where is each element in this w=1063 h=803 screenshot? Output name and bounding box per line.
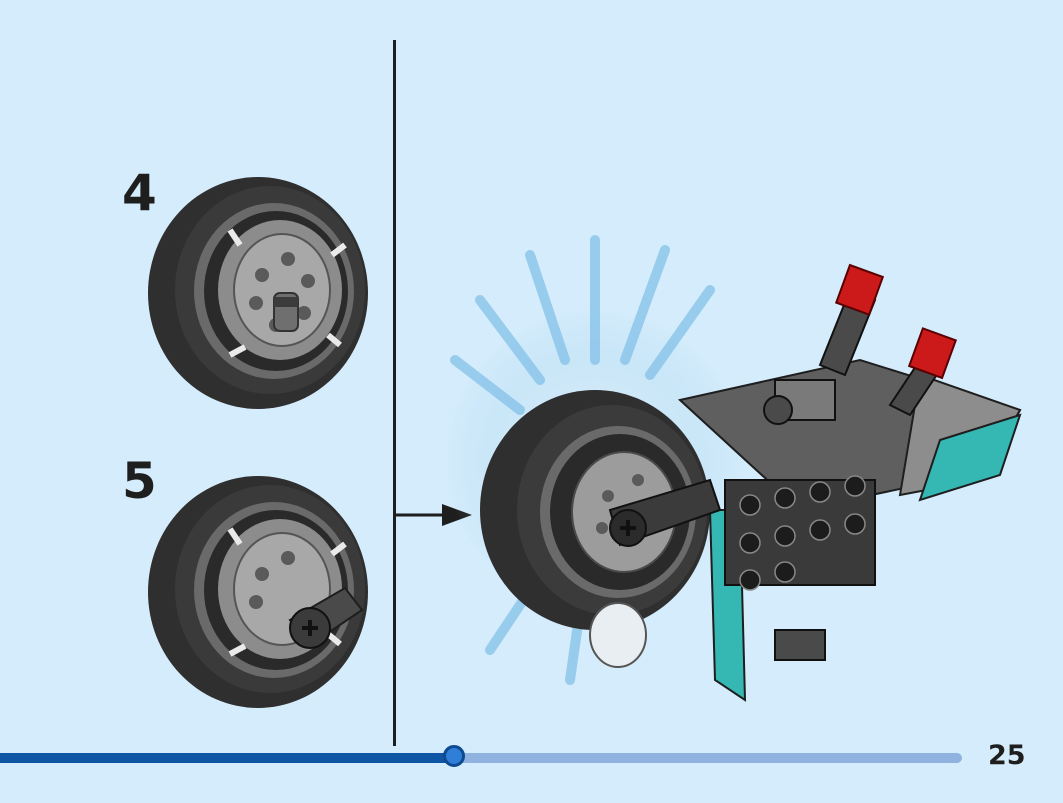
step-number-4: 4: [122, 164, 157, 222]
progress-fill: [0, 753, 454, 763]
progress-knob: [443, 745, 465, 767]
handlebar-right: [888, 327, 958, 417]
vehicle-body: [589, 358, 1022, 702]
step-4-wheel: [140, 175, 380, 415]
step-divider: [393, 40, 396, 746]
handlebar-left: [818, 263, 885, 377]
assembly-illustration: [380, 210, 1050, 720]
axle-pin: [288, 586, 364, 649]
progress-track: [0, 745, 962, 767]
step-5-wheel: [140, 470, 380, 715]
step-number-5: 5: [122, 452, 157, 510]
rim: [218, 220, 347, 360]
page-number: 25: [988, 740, 1026, 771]
